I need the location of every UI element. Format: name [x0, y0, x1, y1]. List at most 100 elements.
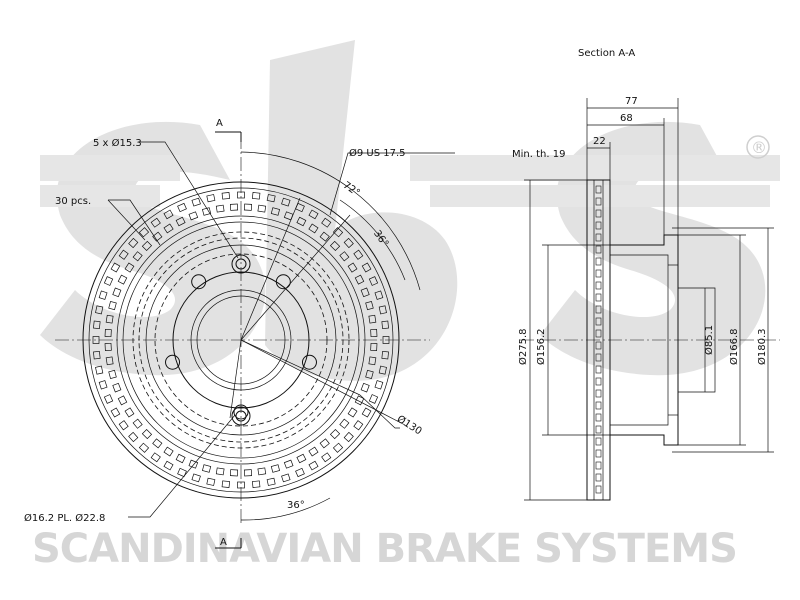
vent-slot [308, 446, 319, 457]
section-vent [595, 197, 602, 206]
vent-slot [266, 194, 276, 203]
vent-slot [177, 202, 187, 213]
vent-slot [281, 197, 291, 207]
vent-slot [370, 342, 378, 351]
section-vent [595, 365, 602, 374]
section-vent [595, 341, 602, 350]
vent-slot [132, 251, 143, 262]
vent-slot [251, 480, 261, 488]
center-hole [231, 406, 251, 426]
vent-slot [118, 420, 129, 431]
section-vent [595, 245, 602, 254]
section-vent [595, 269, 602, 278]
vent-slot [188, 211, 199, 221]
vent-slot [152, 231, 163, 242]
section-vent [595, 389, 602, 398]
bolt-hole [301, 354, 317, 370]
vent-slot [177, 467, 187, 478]
vent-slot [378, 365, 387, 375]
vent-slot [128, 237, 139, 249]
vent-count-label: 30 pcs. [55, 196, 91, 207]
bolt-hole [191, 274, 207, 290]
vent-slot [201, 464, 212, 473]
vent-slot [329, 240, 341, 252]
vent-slot [221, 480, 231, 488]
vent-slot [332, 227, 344, 238]
vent-slot [150, 452, 161, 463]
vent-slot [296, 216, 307, 227]
section-vent [595, 293, 602, 302]
vent-slot [163, 446, 174, 457]
section-title: Section A-A [578, 48, 635, 59]
section-vent [595, 329, 602, 338]
vent-slot [281, 473, 291, 483]
front-view [55, 131, 455, 549]
vent-slot [353, 420, 364, 431]
vent-slot [365, 300, 374, 311]
vent-slot [353, 249, 364, 260]
vent-slot [215, 467, 225, 476]
vent-slot [332, 442, 344, 453]
vent-slot [191, 473, 201, 483]
vent-slot [108, 369, 117, 380]
vent-slot [270, 464, 281, 473]
bolt-hole [275, 274, 291, 290]
section-vent [595, 317, 602, 326]
vent-slot [343, 237, 354, 249]
d-center-label: Ø85.1 [703, 325, 715, 355]
section-vent [595, 221, 602, 230]
vent-slot [110, 262, 121, 273]
vent-slot [361, 262, 372, 273]
small-holes-label: Ø9 US 17.5 [349, 147, 406, 159]
vent-slot [295, 467, 305, 478]
brand-watermark-text: SCANDINAVIAN BRAKE SYSTEMS [32, 526, 737, 572]
vent-slot [321, 452, 332, 463]
vent-slot [112, 287, 122, 298]
vent-slot [215, 204, 225, 213]
vent-slot [319, 231, 330, 242]
section-vent [595, 233, 602, 242]
vent-slot [339, 251, 350, 262]
section-vent [595, 305, 602, 314]
vent-slot [257, 204, 267, 213]
d-inner-label: Ø156.2 [535, 329, 547, 366]
vent-slot [117, 274, 128, 285]
vent-slot [112, 382, 122, 393]
d-flange-label: Ø180.3 [756, 329, 768, 366]
vent-slot [206, 194, 216, 203]
vent-slot [92, 336, 100, 344]
vent-slot [110, 407, 121, 418]
dim-22-label: 22 [593, 136, 606, 147]
vent-slot [141, 240, 153, 252]
vent-slot [308, 209, 319, 220]
section-marker-bottom: A [220, 537, 227, 548]
vent-slot [296, 453, 307, 464]
vent-slot [370, 329, 378, 338]
vent-slot [360, 382, 370, 393]
vent-slot [360, 287, 370, 298]
vent-slot [230, 203, 239, 211]
vent-slot [361, 407, 372, 418]
vent-slot [347, 262, 358, 273]
vent-slot [308, 223, 319, 234]
d-hub-label: Ø166.8 [728, 329, 740, 366]
vent-slot [138, 442, 150, 453]
ventilation-ring [92, 191, 390, 489]
dim-68-label: 68 [620, 113, 633, 124]
vent-slot [283, 459, 294, 469]
section-vent [595, 185, 602, 194]
vent-slot [98, 380, 108, 390]
vent-slot [175, 216, 186, 227]
sbs-logo-watermark [40, 40, 780, 381]
angle-72-label: 72° [341, 180, 362, 199]
section-vent [595, 425, 602, 434]
section-vent [595, 281, 602, 290]
center-holes-label: Ø16.2 PL. Ø22.8 [24, 512, 105, 524]
vent-slot [251, 192, 261, 200]
section-vent [595, 485, 602, 494]
vent-slot [118, 249, 129, 260]
section-vents [595, 185, 602, 494]
vent-slot [368, 314, 377, 324]
vent-slot [381, 320, 389, 330]
vent-slot [230, 469, 239, 477]
